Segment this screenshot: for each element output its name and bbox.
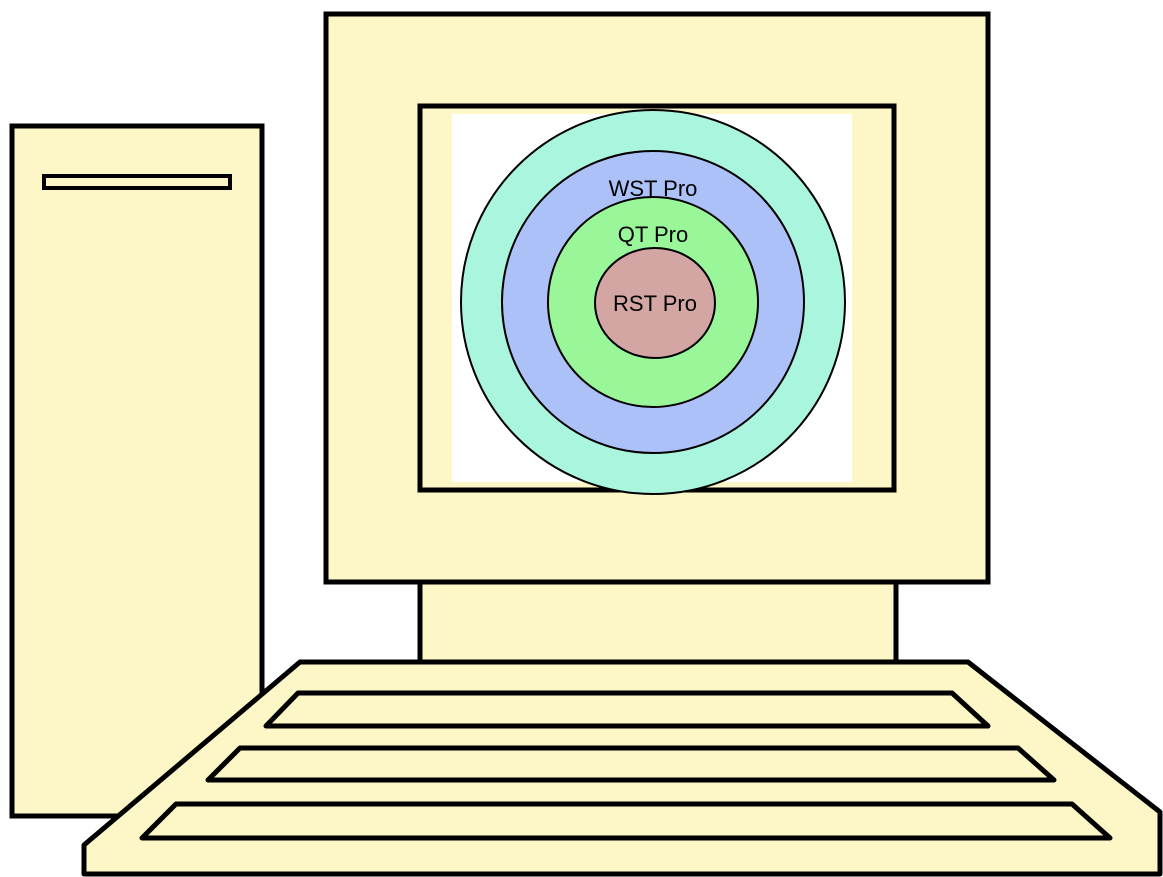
keyboard-key-row-2 xyxy=(205,745,1057,783)
tower-case xyxy=(9,123,265,819)
tower-body xyxy=(9,123,265,819)
ring-rst-pro xyxy=(594,247,716,359)
ring-label-rst-pro: RST Pro xyxy=(613,291,697,316)
concentric-rings: WST Pro QT Pro RST Pro xyxy=(460,109,846,495)
keyboard xyxy=(81,659,1163,877)
keyboard-key-row-3 xyxy=(139,801,1113,841)
ring-label-qt-pro: QT Pro xyxy=(618,222,689,247)
monitor-stand xyxy=(417,577,899,673)
ring-label-wst-pro: WST Pro xyxy=(609,176,698,201)
drive-slot xyxy=(42,174,232,190)
keyboard-key-row-1 xyxy=(263,690,991,729)
